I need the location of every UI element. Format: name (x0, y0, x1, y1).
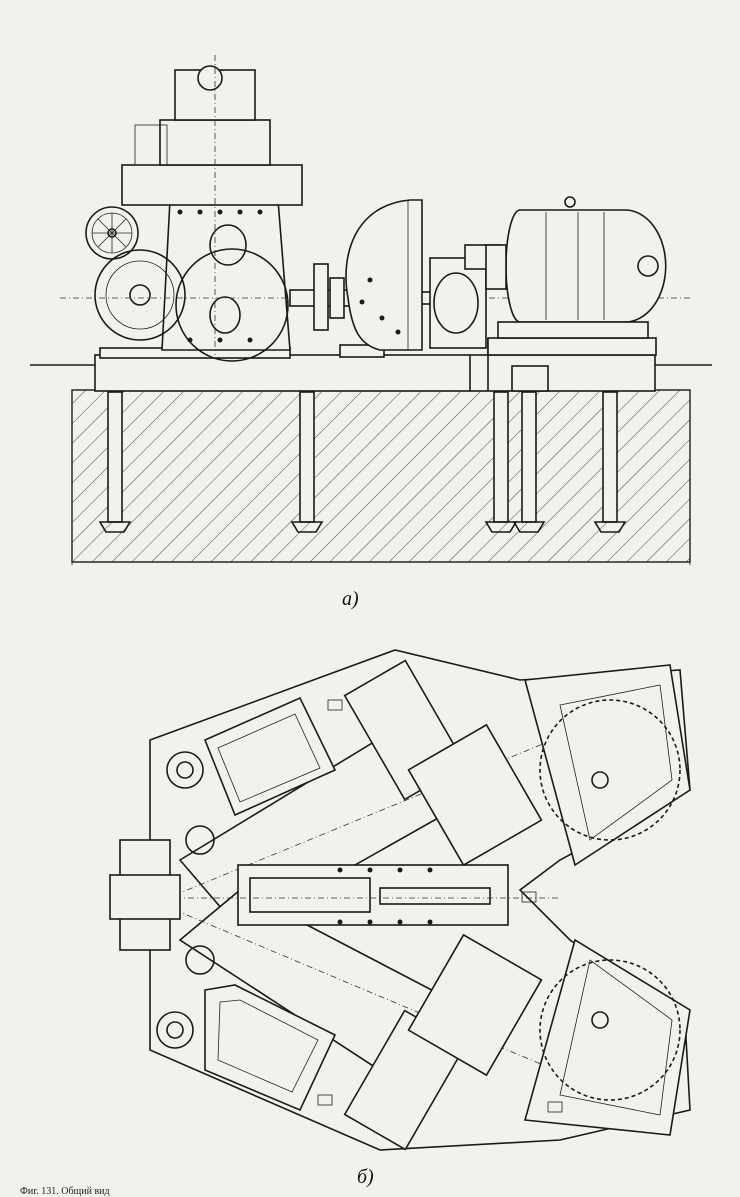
figure-label-b: б) (357, 1166, 374, 1188)
base-frame (94, 337, 657, 392)
chuck-hub (109, 751, 215, 1049)
bearing-block (429, 244, 502, 349)
gearbox (121, 55, 303, 362)
anchor-bolts (98, 391, 627, 533)
upper-drive-arm (174, 659, 691, 932)
flywheel-housing (345, 199, 423, 351)
lower-drive-arm (174, 889, 691, 1151)
figure-label-a: a) (342, 588, 359, 610)
electric-motor (485, 196, 667, 339)
drive-pulley (94, 249, 186, 341)
plan-view-drawing (109, 649, 691, 1151)
mounting-pads (317, 699, 563, 1113)
figure-caption: Фиг. 131. Общий вид (20, 1186, 110, 1197)
central-spindle (110, 864, 560, 926)
side-elevation-drawing (30, 55, 712, 565)
